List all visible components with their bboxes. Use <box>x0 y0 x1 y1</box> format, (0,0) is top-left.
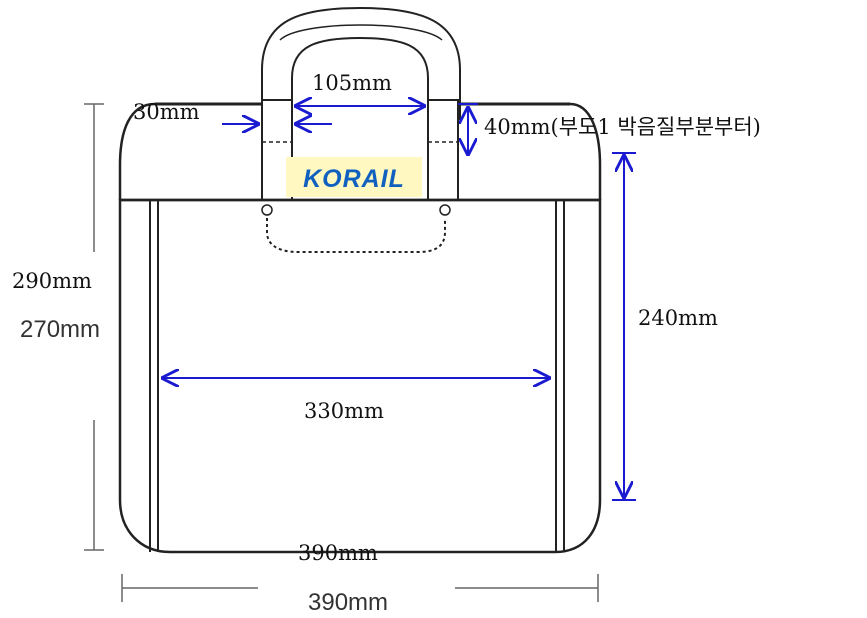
handle-outer <box>261 6 461 120</box>
label-390mm-upper: 390mm <box>298 541 378 565</box>
rivet-right <box>439 204 451 216</box>
handle-top-curve <box>279 24 443 41</box>
label-330mm: 330mm <box>304 399 384 423</box>
bag-body <box>118 198 602 554</box>
bag-top <box>118 102 602 200</box>
label-240mm: 240mm <box>638 306 718 330</box>
handle-inner <box>291 36 429 118</box>
right-strap <box>427 99 459 201</box>
label-390mm-lower: 390mm <box>308 589 388 616</box>
label-270mm: 270mm <box>20 316 100 343</box>
pocket-stitch <box>266 218 446 253</box>
label-105mm: 105mm <box>312 71 392 95</box>
korail-logo-background <box>286 157 422 197</box>
label-30mm: 30mm <box>133 100 200 124</box>
korail-logo: KORAIL <box>303 165 405 193</box>
label-40mm: 40mm(부도1 박음질부분부터) <box>484 115 761 139</box>
rivet-left <box>261 204 273 216</box>
label-290mm: 290mm <box>12 269 92 293</box>
